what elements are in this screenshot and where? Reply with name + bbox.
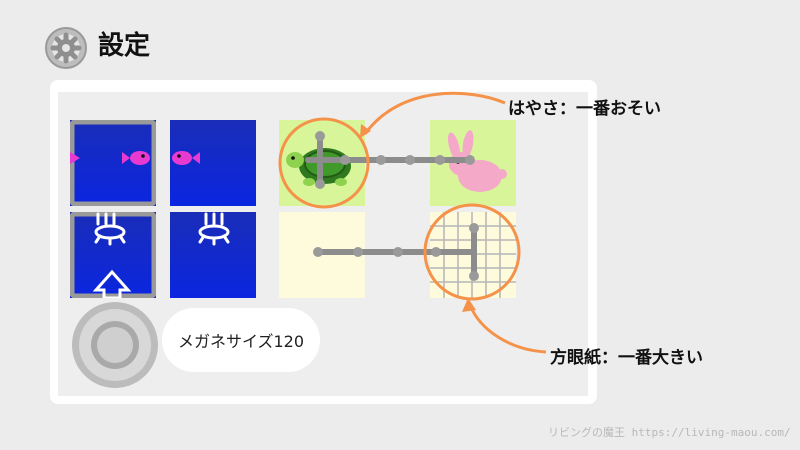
watermark: リビングの魔王 https://living-maou.com/	[548, 426, 791, 439]
speed-callout-label: はやさ：一番おそい	[508, 99, 661, 119]
grid-largest-option[interactable]	[430, 212, 516, 298]
fish-theme-option-selected[interactable]	[70, 120, 156, 206]
page-title: 設定	[98, 31, 151, 61]
speed-fastest-rabbit-option[interactable]	[430, 120, 516, 206]
squid-icon	[94, 212, 126, 246]
glasses-size-value: メガネサイズ120	[162, 308, 320, 372]
size-dial-knob[interactable]	[70, 300, 160, 390]
fish-icon	[172, 151, 200, 165]
speed-slowest-turtle-option[interactable]	[279, 120, 365, 206]
grid-callout-label: 方眼紙：一番大きい	[550, 348, 703, 368]
squid-theme-option[interactable]	[170, 212, 256, 298]
arrow-up-icon	[92, 269, 132, 298]
settings-gear-icon[interactable]	[44, 26, 88, 70]
fish-theme-option[interactable]	[170, 120, 256, 206]
fish-icon	[70, 151, 150, 165]
squid-theme-option-selected[interactable]	[70, 212, 156, 298]
squid-icon	[198, 212, 230, 246]
grid-none-option[interactable]	[279, 212, 365, 298]
